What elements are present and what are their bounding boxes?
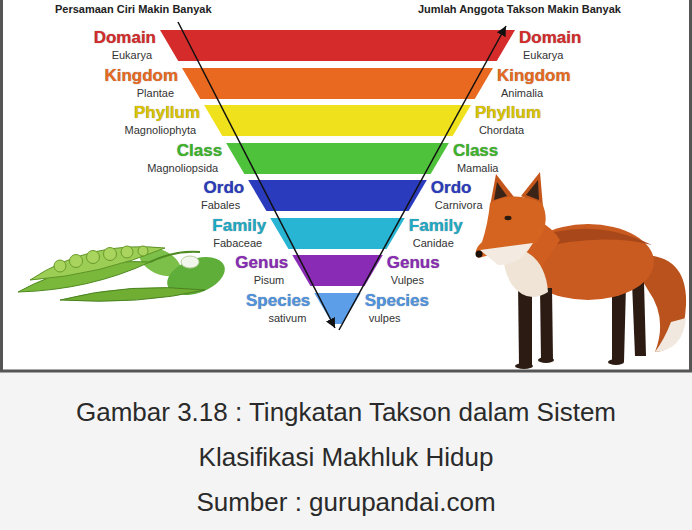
figure-caption: Gambar 3.18 : Tingkatan Takson dalam Sis… <box>26 390 666 480</box>
fox-foot <box>608 359 624 365</box>
taxon-band: PhyllumMagnoliophyta PhyllumChordata <box>0 105 692 143</box>
fox-illustration <box>476 172 687 369</box>
fox-leg <box>540 288 553 360</box>
example-taxon: Eukarya <box>112 49 152 62</box>
rank-label: Genus <box>387 253 440 272</box>
rank-label: Kingdom <box>497 66 571 85</box>
taxon-band: GenusPisum GenusVulpes <box>0 255 692 293</box>
pea <box>87 251 100 264</box>
rank-label: Ordo <box>204 178 245 197</box>
rank-label: Class <box>177 141 222 160</box>
example-taxon: Animalia <box>501 87 543 100</box>
fox-nose <box>476 251 483 258</box>
example-taxon: Mamalia <box>457 162 499 175</box>
taxon-band: FamilyFabaceae FamilyCanidae <box>0 218 692 256</box>
example-taxon: Eukarya <box>523 49 563 62</box>
example-taxon: vulpes <box>369 312 401 325</box>
pea <box>138 246 148 256</box>
axis-note: Jumlah Anggota Takson Makin Banyak <box>418 2 621 16</box>
band-shape <box>0 105 692 136</box>
rank-label: Phyllum <box>134 103 200 122</box>
fox-foot <box>515 363 533 369</box>
example-taxon: Chordata <box>479 124 524 137</box>
band-fill <box>314 293 360 324</box>
band-fill <box>292 255 383 286</box>
example-taxon: Fabales <box>201 199 240 212</box>
taxon-band: OrdoFabales OrdoCarnivora <box>0 180 692 218</box>
fox-cheek <box>480 243 533 265</box>
example-taxon: Fabaceae <box>213 237 262 250</box>
pea <box>54 260 66 272</box>
band-fill <box>204 105 471 136</box>
band-fill <box>270 218 405 249</box>
band-shape <box>0 293 692 324</box>
rank-label: Family <box>212 216 266 235</box>
band-shape <box>0 68 692 99</box>
rank-label: Domain <box>94 28 156 47</box>
example-taxon: Vulpes <box>391 274 424 287</box>
pea-pod <box>60 288 205 302</box>
rank-label: Domain <box>519 28 581 47</box>
band-shape <box>0 255 692 286</box>
fox-ear-inner <box>526 180 539 200</box>
pea <box>104 248 117 261</box>
band-fill <box>160 30 515 61</box>
band-fill <box>182 68 493 99</box>
pea-illustration <box>18 242 230 302</box>
pea-stem <box>150 252 200 262</box>
taxon-band: KingdomPlantae KingdomAnimalia <box>0 68 692 106</box>
taxon-band: Species sativum Species vulpes <box>0 293 692 331</box>
band-fill <box>248 180 427 211</box>
image-ground <box>0 0 692 372</box>
pea-flower <box>181 256 199 268</box>
rank-label: Phyllum <box>475 103 541 122</box>
fox-leg <box>632 282 646 356</box>
band-shape <box>0 180 692 211</box>
rank-label: Kingdom <box>104 66 178 85</box>
fox-tail-tip <box>655 318 686 352</box>
example-taxon: Carnivora <box>435 199 483 212</box>
rank-label: Genus <box>235 253 288 272</box>
fox-ear-inner <box>494 182 507 200</box>
rank-label: Class <box>453 141 498 160</box>
example-taxon: Plantae <box>137 87 174 100</box>
source-note: Sumber : gurupandai.com <box>0 480 692 525</box>
band-shape <box>0 143 692 174</box>
example-taxon: sativum <box>268 312 306 325</box>
example-taxon: Magnoliopsida <box>147 162 218 175</box>
rank-label: Family <box>409 216 463 235</box>
example-taxon: Pisum <box>254 274 285 287</box>
example-taxon: Magnoliophyta <box>125 124 197 137</box>
rank-label: Species <box>365 291 429 310</box>
rank-label: Species <box>246 291 310 310</box>
rank-label: Ordo <box>431 178 472 197</box>
arrow-layer <box>0 0 692 372</box>
taxon-band: DomainEukarya DomainEukarya <box>0 30 692 68</box>
image-frame <box>2 0 691 371</box>
pea <box>70 255 83 268</box>
fox-eye <box>505 216 512 220</box>
pea-pod <box>30 247 165 280</box>
pea <box>121 246 133 258</box>
axis-note: Persamaan Ciri Makin Banyak <box>55 2 212 16</box>
fox-foot <box>538 357 554 363</box>
taxon-band: ClassMagnoliopsida ClassMamalia <box>0 143 692 181</box>
band-fill <box>226 143 449 174</box>
example-taxon: Canidae <box>413 237 454 250</box>
band-shape <box>0 218 692 249</box>
